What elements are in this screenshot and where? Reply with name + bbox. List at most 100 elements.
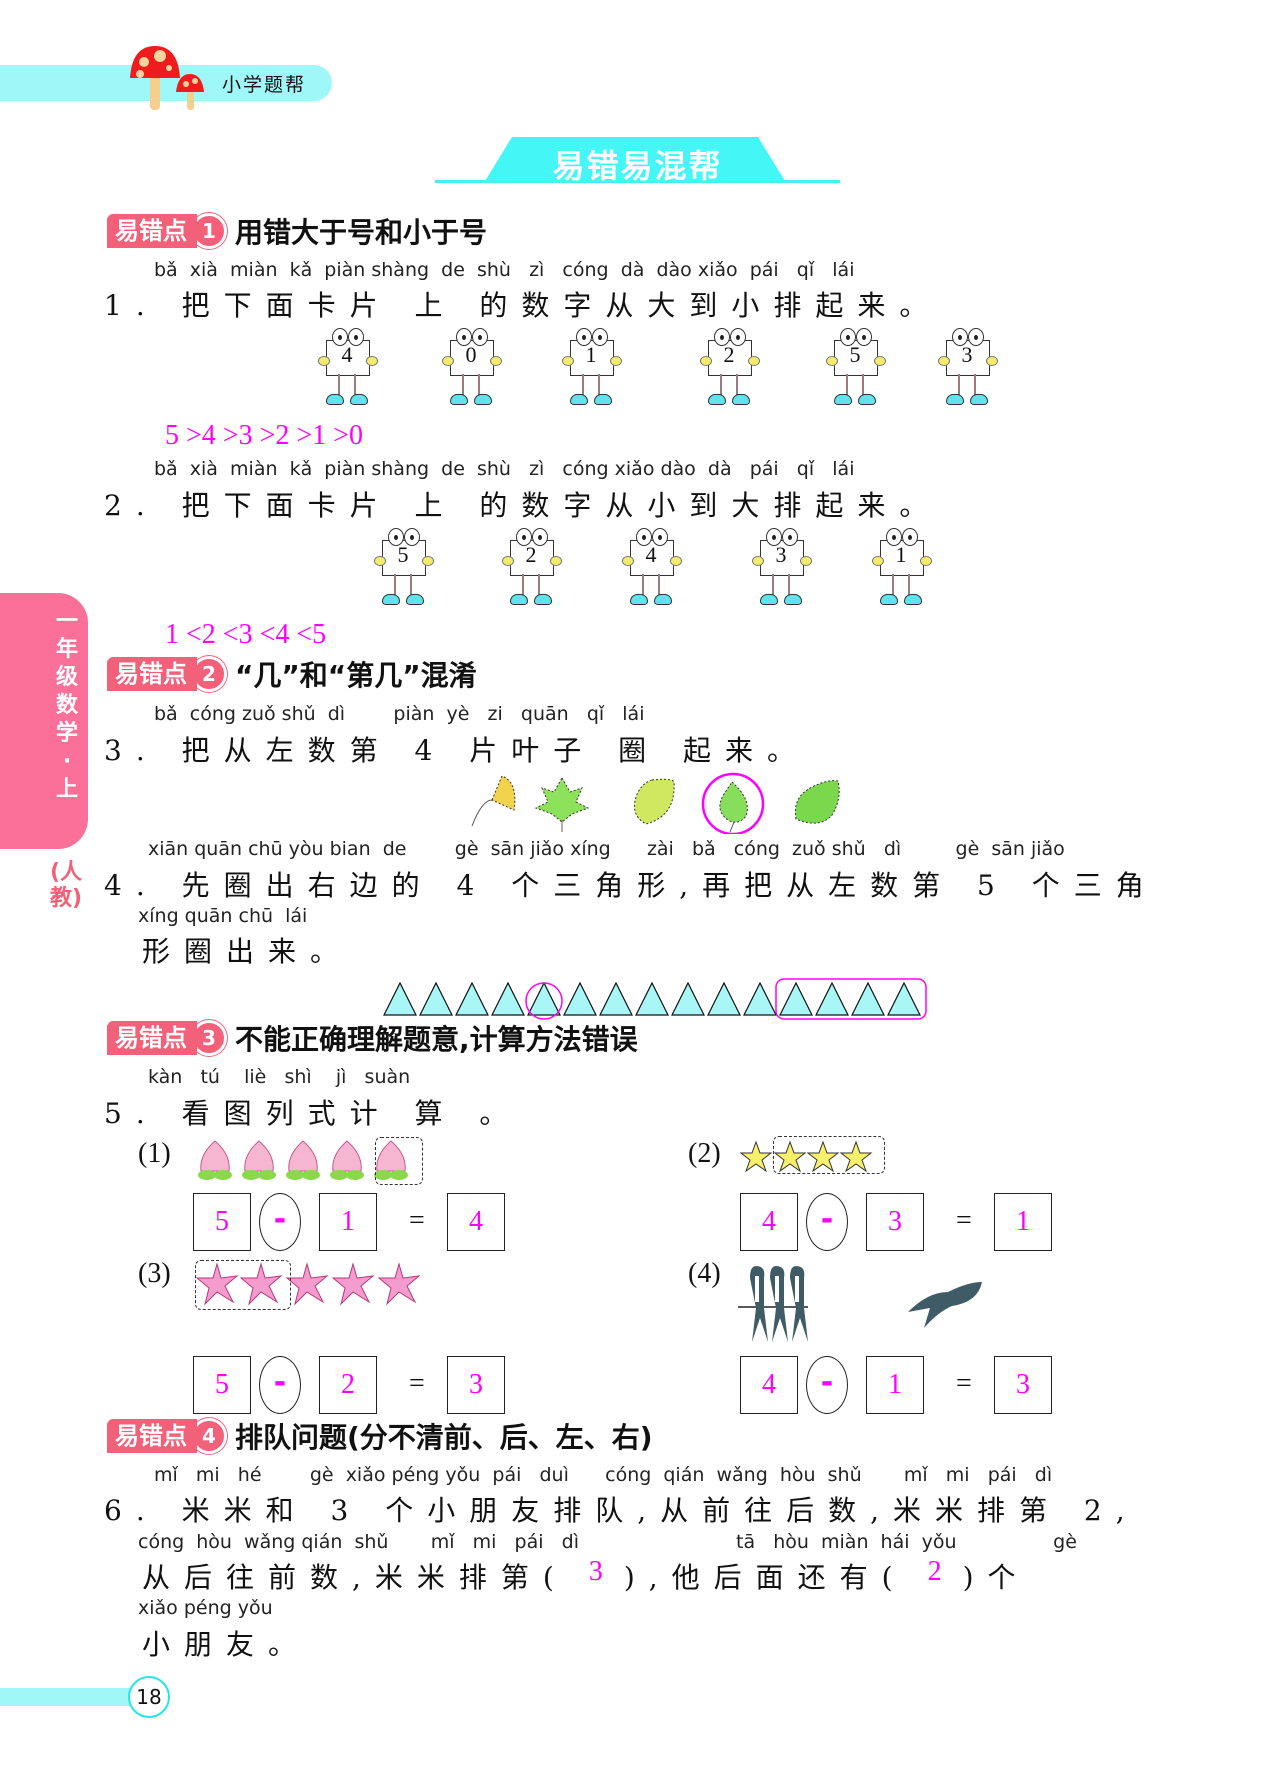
triangle bbox=[671, 981, 705, 1016]
q1-pinyin: bǎ xià miàn kǎ piàn shàng de shù zì cóng… bbox=[154, 259, 855, 281]
triangle bbox=[779, 981, 813, 1016]
triangle bbox=[419, 981, 453, 1016]
q6-text-3: 小朋友。 bbox=[142, 1628, 311, 1661]
answer-box-result: 1 bbox=[994, 1193, 1052, 1251]
banner-underline bbox=[435, 180, 840, 183]
q3-pinyin: bǎ cóng zuǒ shǔ dì piàn yè zi quān qǐ lá… bbox=[154, 703, 645, 725]
q5-part2-label: (2) bbox=[688, 1138, 721, 1169]
triangle bbox=[743, 981, 777, 1016]
page-title: 易错易混帮 bbox=[552, 147, 723, 185]
error-point-number: 1 bbox=[191, 213, 227, 249]
equals-sign: = bbox=[956, 1368, 972, 1399]
equals-sign: = bbox=[409, 1368, 425, 1399]
q6-answer-2: 2 bbox=[927, 1556, 942, 1587]
sidebar-tab bbox=[0, 593, 88, 849]
ginkgo-leaf-icon bbox=[471, 775, 516, 827]
q6-text-2: 从后往前数,米米排第( 3 ),他后面还有( 2 )个 bbox=[142, 1556, 1030, 1596]
card-number: 4 bbox=[341, 342, 353, 367]
answer-box bbox=[775, 978, 927, 1020]
round-leaf-icon bbox=[719, 781, 748, 833]
number-card: 3 bbox=[752, 528, 812, 605]
q6-answer-1: 3 bbox=[588, 1556, 603, 1587]
q6-text-2b: ),他后面还有( bbox=[623, 1561, 907, 1594]
section-heading-1: 易错点 1 用错大于号和小于号 bbox=[107, 213, 487, 249]
q2-answer: 1 <2 <3 <4 <5 bbox=[165, 619, 327, 650]
number-card: 4 bbox=[318, 328, 378, 405]
answer-operator: - bbox=[259, 1193, 301, 1251]
sidebar-edition: (人教) bbox=[50, 860, 83, 911]
q6-pinyin-2: cóng hòu wǎng qián shǔ mǐ mi pái dì tā h… bbox=[138, 1531, 1077, 1553]
section-title: “几”和“第几”混淆 bbox=[235, 659, 477, 692]
triangle bbox=[887, 981, 921, 1016]
answer-box-result: 4 bbox=[447, 1193, 505, 1251]
q2-text: 2. 把下面卡片 上 的数字从小到大排起来。 bbox=[104, 489, 942, 522]
birch-leaf-icon bbox=[633, 778, 675, 825]
q1-answer: 5 >4 >3 >2 >1 >0 bbox=[165, 420, 363, 451]
footer-bar bbox=[0, 1688, 135, 1706]
card-number: 1 bbox=[895, 542, 907, 567]
triangle bbox=[851, 981, 885, 1016]
number-card: 4 bbox=[622, 528, 682, 605]
q4-text-2: 形圈出来。 bbox=[142, 935, 353, 968]
q1-text: 1. 把下面卡片 上 的数字从大到小排起来。 bbox=[104, 289, 942, 322]
section-banner: 易错易混帮 bbox=[435, 135, 840, 185]
triangle bbox=[563, 981, 597, 1016]
peaches-icon bbox=[198, 1140, 408, 1180]
card-number: 5 bbox=[849, 342, 861, 367]
answer-box-minuend: 5 bbox=[193, 1193, 251, 1251]
q5-part3-label: (3) bbox=[138, 1258, 171, 1289]
answer-box-result: 3 bbox=[994, 1356, 1052, 1414]
card-number: 3 bbox=[961, 342, 973, 367]
card-number: 2 bbox=[525, 542, 537, 567]
answer-box-result: 3 bbox=[447, 1356, 505, 1414]
page-number: 18 bbox=[128, 1676, 170, 1718]
card-number: 0 bbox=[465, 342, 477, 367]
brand-label: 小学题帮 bbox=[222, 74, 307, 96]
swallows-icon bbox=[738, 1266, 982, 1342]
section-heading-3: 易错点 3 不能正确理解题意,计算方法错误 bbox=[107, 1020, 638, 1056]
triangle bbox=[815, 981, 849, 1016]
section-heading-4: 易错点 4 排队问题(分不清前、后、左、右) bbox=[107, 1418, 653, 1454]
q5-part4-label: (4) bbox=[688, 1258, 721, 1289]
triangle bbox=[707, 981, 741, 1016]
stars-icon bbox=[740, 1140, 873, 1173]
q5-part1-label: (1) bbox=[138, 1138, 171, 1169]
answer-operator: - bbox=[259, 1356, 301, 1414]
number-card: 2 bbox=[502, 528, 562, 605]
section-title: 不能正确理解题意,计算方法错误 bbox=[235, 1023, 638, 1056]
answer-box-subtrahend: 3 bbox=[866, 1193, 924, 1251]
number-card: 1 bbox=[872, 528, 932, 605]
answer-box-minuend: 4 bbox=[740, 1193, 798, 1251]
maple-leaf-icon bbox=[534, 776, 590, 832]
answer-operator: - bbox=[806, 1356, 848, 1414]
serrated-leaf-icon bbox=[794, 780, 840, 824]
q5-text: 5. 看图列式计 算 。 bbox=[104, 1097, 522, 1130]
error-point-tag: 易错点 bbox=[107, 214, 197, 248]
q4-pinyin-1: xiān quān chū yòu bian de gè sān jiǎo xí… bbox=[148, 838, 1065, 860]
q3-leaves bbox=[471, 772, 765, 834]
card-number: 5 bbox=[397, 542, 409, 567]
equals-sign: = bbox=[956, 1205, 972, 1236]
q4-pinyin-2: xíng quān chū lái bbox=[138, 905, 308, 927]
sidebar-grade: 一年级数学·上 bbox=[55, 609, 78, 802]
number-card: 5 bbox=[374, 528, 434, 605]
error-point-tag: 易错点 bbox=[107, 1021, 197, 1055]
triangle bbox=[527, 981, 561, 1016]
triangle bbox=[491, 981, 525, 1016]
triangle bbox=[599, 981, 633, 1016]
answer-box-minuend: 4 bbox=[740, 1356, 798, 1414]
q4-triangles bbox=[383, 978, 927, 1020]
card-number: 2 bbox=[723, 342, 735, 367]
number-card: 2 bbox=[700, 328, 760, 405]
q6-pinyin-1: mǐ mi hé gè xiǎo péng yǒu pái duì cóng q… bbox=[154, 1464, 1053, 1486]
answer-circle bbox=[525, 982, 563, 1020]
answer-box-subtrahend: 1 bbox=[866, 1356, 924, 1414]
q6-text-1: 6. 米米和 3 个小朋友排队,从前往后数,米米排第 2, bbox=[104, 1494, 1139, 1527]
answer-operator: - bbox=[806, 1193, 848, 1251]
q3-text: 3. 把从左数第 4 片叶子 圈 起来。 bbox=[104, 734, 810, 767]
number-card: 3 bbox=[938, 328, 998, 405]
banner-tab bbox=[485, 137, 785, 181]
q6-text-2c: )个 bbox=[962, 1561, 1030, 1594]
answer-box-minuend: 5 bbox=[193, 1356, 251, 1414]
answer-box-subtrahend: 2 bbox=[319, 1356, 377, 1414]
